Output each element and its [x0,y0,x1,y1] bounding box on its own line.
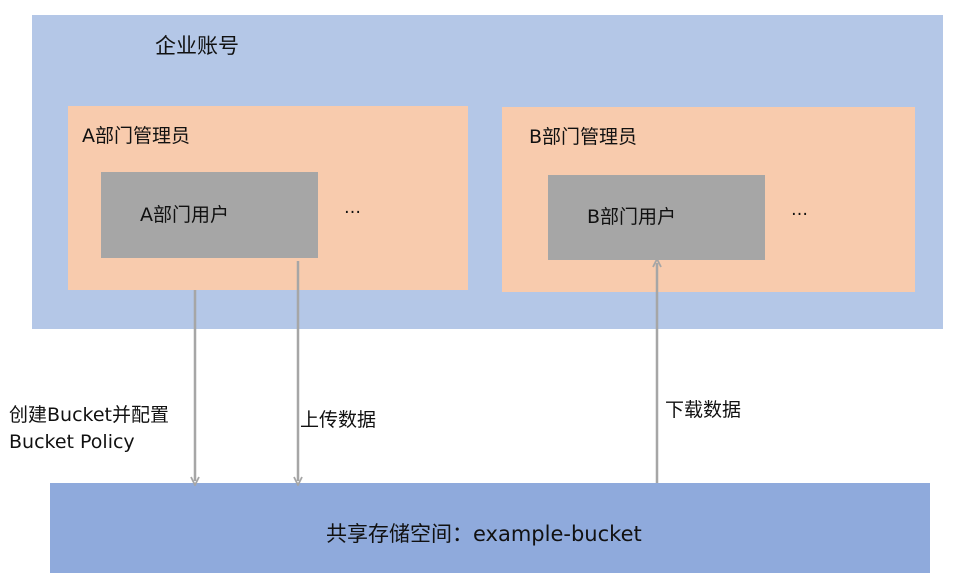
enterprise-account-title: 企业账号 [155,34,239,58]
shared-bucket-label: 共享存储空间：example-bucket [326,522,642,546]
download-data-label: 下载数据 [665,399,742,421]
dept-a-user-label: A部门用户 [140,204,229,226]
dept-b-admin-label: B部门管理员 [529,126,638,148]
upload-data-label: 上传数据 [300,409,377,431]
dept-a-admin-label: A部门管理员 [82,125,190,147]
dept-a-user-box [101,172,318,258]
create-bucket-label-line1: 创建Bucket并配置 [9,404,169,426]
dept-a-more-ellipsis: … [344,198,362,218]
dept-b-user-label: B部门用户 [587,206,677,228]
create-bucket-label-line2: Bucket Policy [9,431,135,453]
dept-b-more-ellipsis: … [791,200,809,220]
shared-bucket-box [50,483,930,573]
dept-b-user-box [548,175,765,260]
